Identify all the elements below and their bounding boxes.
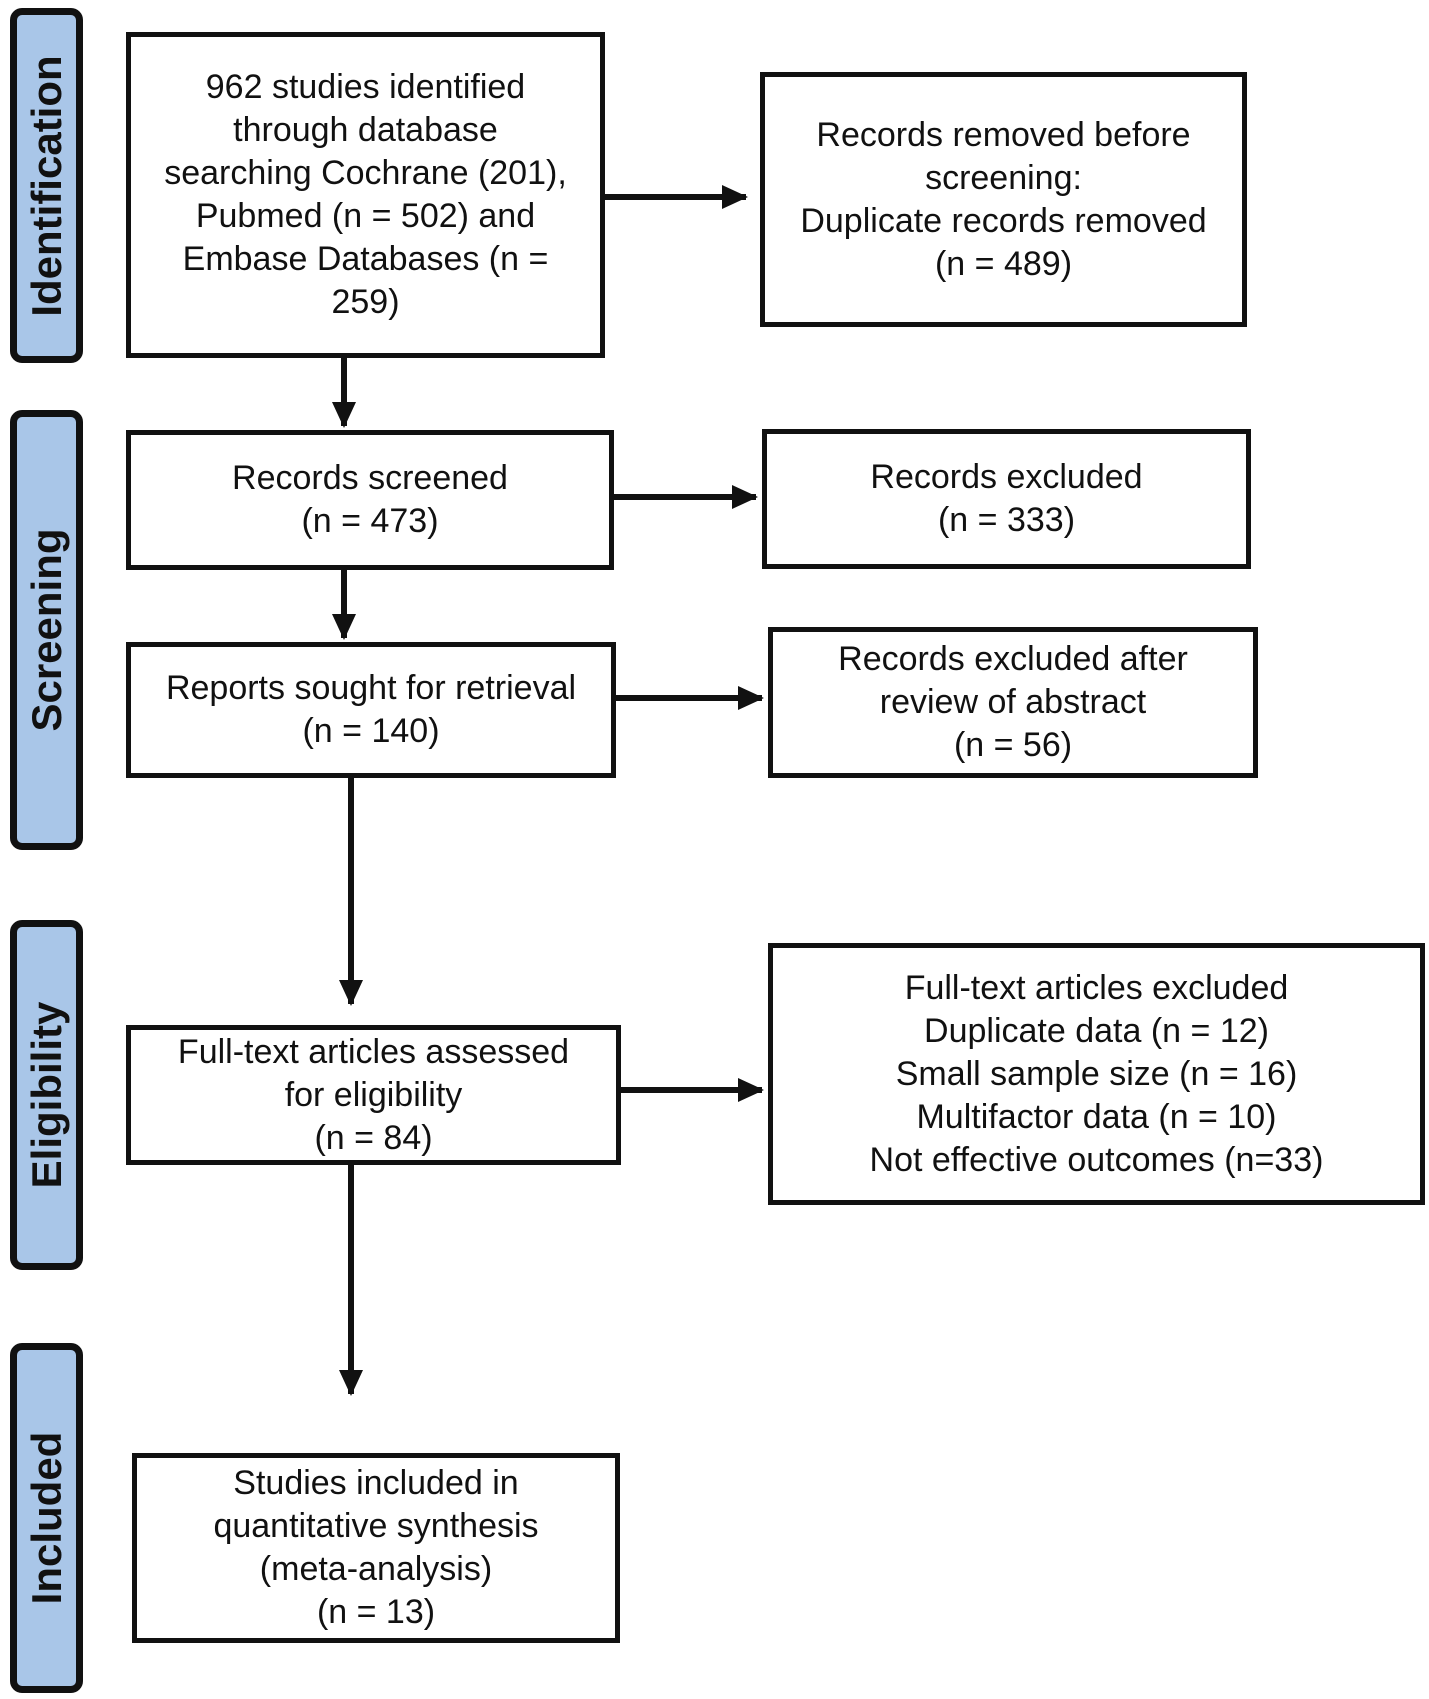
box-line: Records removed before: [816, 115, 1191, 154]
box-studies-identified: 962 studies identified through database …: [126, 32, 605, 358]
box-line: Records excluded: [870, 458, 1143, 496]
box-fulltext-excluded: Full-text articles excluded Duplicate da…: [768, 943, 1425, 1205]
phase-identification: Identification: [10, 8, 83, 363]
box-line: (n = 489): [934, 244, 1073, 283]
box-line: Small sample size (n = 16): [895, 1054, 1298, 1093]
box-records-excluded-abstract: Records excluded after review of abstrac…: [768, 627, 1258, 778]
box-line: Multifactor data (n = 10): [916, 1097, 1277, 1136]
box-records-screened: Records screened (n = 473): [126, 430, 614, 570]
box-reports-sought-retrieval: Reports sought for retrieval (n = 140): [126, 642, 616, 778]
box-line: review of abstract: [879, 683, 1147, 721]
box-line: through database: [233, 111, 498, 149]
box-line: (n = 473): [301, 502, 439, 540]
box-line: Embase Databases (n =: [182, 240, 549, 278]
box-line: (n = 84): [314, 1118, 433, 1157]
phase-included: Included: [10, 1343, 83, 1693]
box-line: screening:: [925, 158, 1082, 197]
box-line: (n = 333): [937, 501, 1076, 539]
box-line: Pubmed (n = 502) and: [195, 197, 536, 235]
box-line: (meta-analysis): [259, 1550, 493, 1588]
box-line: Records excluded after: [838, 640, 1188, 678]
box-line: for eligibility: [284, 1075, 463, 1114]
phase-screening: Screening: [10, 410, 83, 850]
box-line: (n = 56): [953, 726, 1073, 764]
box-line: searching Cochrane (201),: [164, 154, 567, 192]
box-line: Records screened: [232, 459, 508, 497]
box-line: (n = 140): [302, 712, 440, 750]
box-line: Full-text articles excluded: [904, 968, 1289, 1007]
phase-eligibility: Eligibility: [10, 920, 83, 1270]
box-line: Duplicate data (n = 12): [924, 1011, 1269, 1050]
box-line: Reports sought for retrieval: [165, 669, 577, 707]
box-records-removed-before-screening: Records removed before screening: Duplic…: [760, 72, 1247, 327]
box-line: quantitative synthesis: [213, 1507, 539, 1545]
box-fulltext-assessed: Full-text articles assessed for eligibil…: [126, 1025, 621, 1165]
box-line: 962 studies identified: [205, 68, 526, 106]
box-line: Not effective outcomes (n=33): [869, 1140, 1324, 1179]
box-line: Studies included in: [233, 1464, 519, 1502]
box-line: (n = 13): [316, 1593, 436, 1631]
box-records-excluded: Records excluded (n = 333): [762, 429, 1251, 569]
box-studies-included: Studies included in quantitative synthes…: [132, 1453, 620, 1643]
box-line: 259): [331, 283, 400, 321]
box-line: Duplicate records removed: [800, 201, 1207, 240]
box-line: Full-text articles assessed: [177, 1032, 570, 1071]
